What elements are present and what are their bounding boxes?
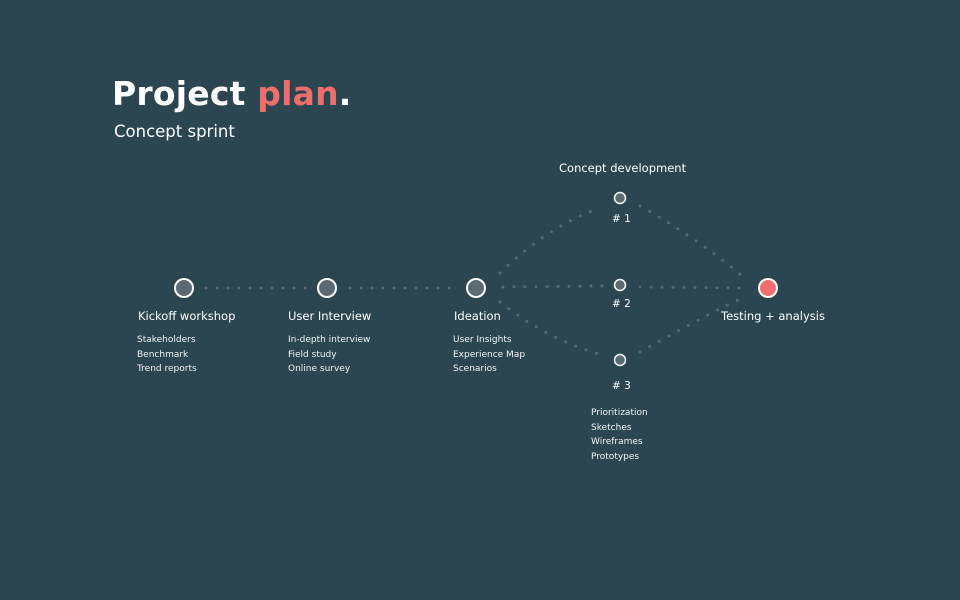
branch-label-3: # 3 bbox=[612, 380, 631, 392]
list-item: Stakeholders bbox=[137, 335, 196, 345]
connector-concept-1-testing bbox=[638, 204, 744, 278]
stage-label-kickoff: Kickoff workshop bbox=[138, 309, 236, 323]
node-testing bbox=[758, 278, 778, 298]
stage-items-kickoff: Stakeholders Benchmark Trend reports bbox=[137, 333, 197, 377]
branch-label-2: # 2 bbox=[612, 298, 631, 310]
list-item: Benchmark bbox=[137, 349, 189, 360]
node-kickoff bbox=[174, 278, 194, 298]
list-item: In-depth interview bbox=[288, 335, 371, 345]
node-user-interview bbox=[317, 278, 337, 298]
list-item: Prioritization bbox=[591, 408, 648, 418]
list-item: User Insights bbox=[453, 335, 512, 345]
node-ideation bbox=[466, 278, 486, 298]
connector-ideation-concept-2 bbox=[501, 284, 605, 289]
page-subtitle: Concept sprint bbox=[114, 122, 235, 141]
node-concept-2 bbox=[613, 278, 627, 292]
nodes bbox=[174, 191, 778, 367]
list-item: Online survey bbox=[288, 364, 351, 374]
connector-ideation-concept-1 bbox=[498, 206, 602, 275]
list-item: Prototypes bbox=[591, 451, 640, 462]
node-concept-3 bbox=[613, 353, 627, 367]
stage-label-ideation: Ideation bbox=[454, 309, 501, 323]
stage-label-user-interview: User Interview bbox=[288, 309, 372, 323]
concept-items: Prioritization Sketches Wireframes Proto… bbox=[591, 406, 648, 464]
title-main: Project bbox=[112, 74, 246, 113]
stage-items-user-interview: In-depth interview Field study Online su… bbox=[288, 333, 370, 377]
stage-items-ideation: User Insights Experience Map Scenarios bbox=[453, 333, 525, 377]
title-dot: . bbox=[338, 74, 352, 113]
page-title: Project plan. bbox=[112, 74, 352, 114]
connector-concept-2-testing bbox=[638, 285, 744, 290]
list-item: Experience Map bbox=[453, 349, 526, 360]
branch-label-1: # 1 bbox=[612, 213, 631, 225]
stage-label-testing: Testing + analysis bbox=[721, 309, 825, 323]
concept-development-title: Concept development bbox=[559, 161, 687, 175]
list-item: Trend reports bbox=[137, 364, 197, 374]
list-item: Sketches bbox=[591, 422, 632, 433]
list-item: Scenarios bbox=[453, 364, 497, 374]
list-item: Field study bbox=[288, 349, 337, 360]
node-concept-1 bbox=[613, 191, 627, 205]
connectors bbox=[204, 204, 744, 356]
connector-concept-3-testing bbox=[638, 296, 744, 354]
title-accent: plan bbox=[257, 74, 339, 113]
list-item: Wireframes bbox=[591, 437, 643, 447]
